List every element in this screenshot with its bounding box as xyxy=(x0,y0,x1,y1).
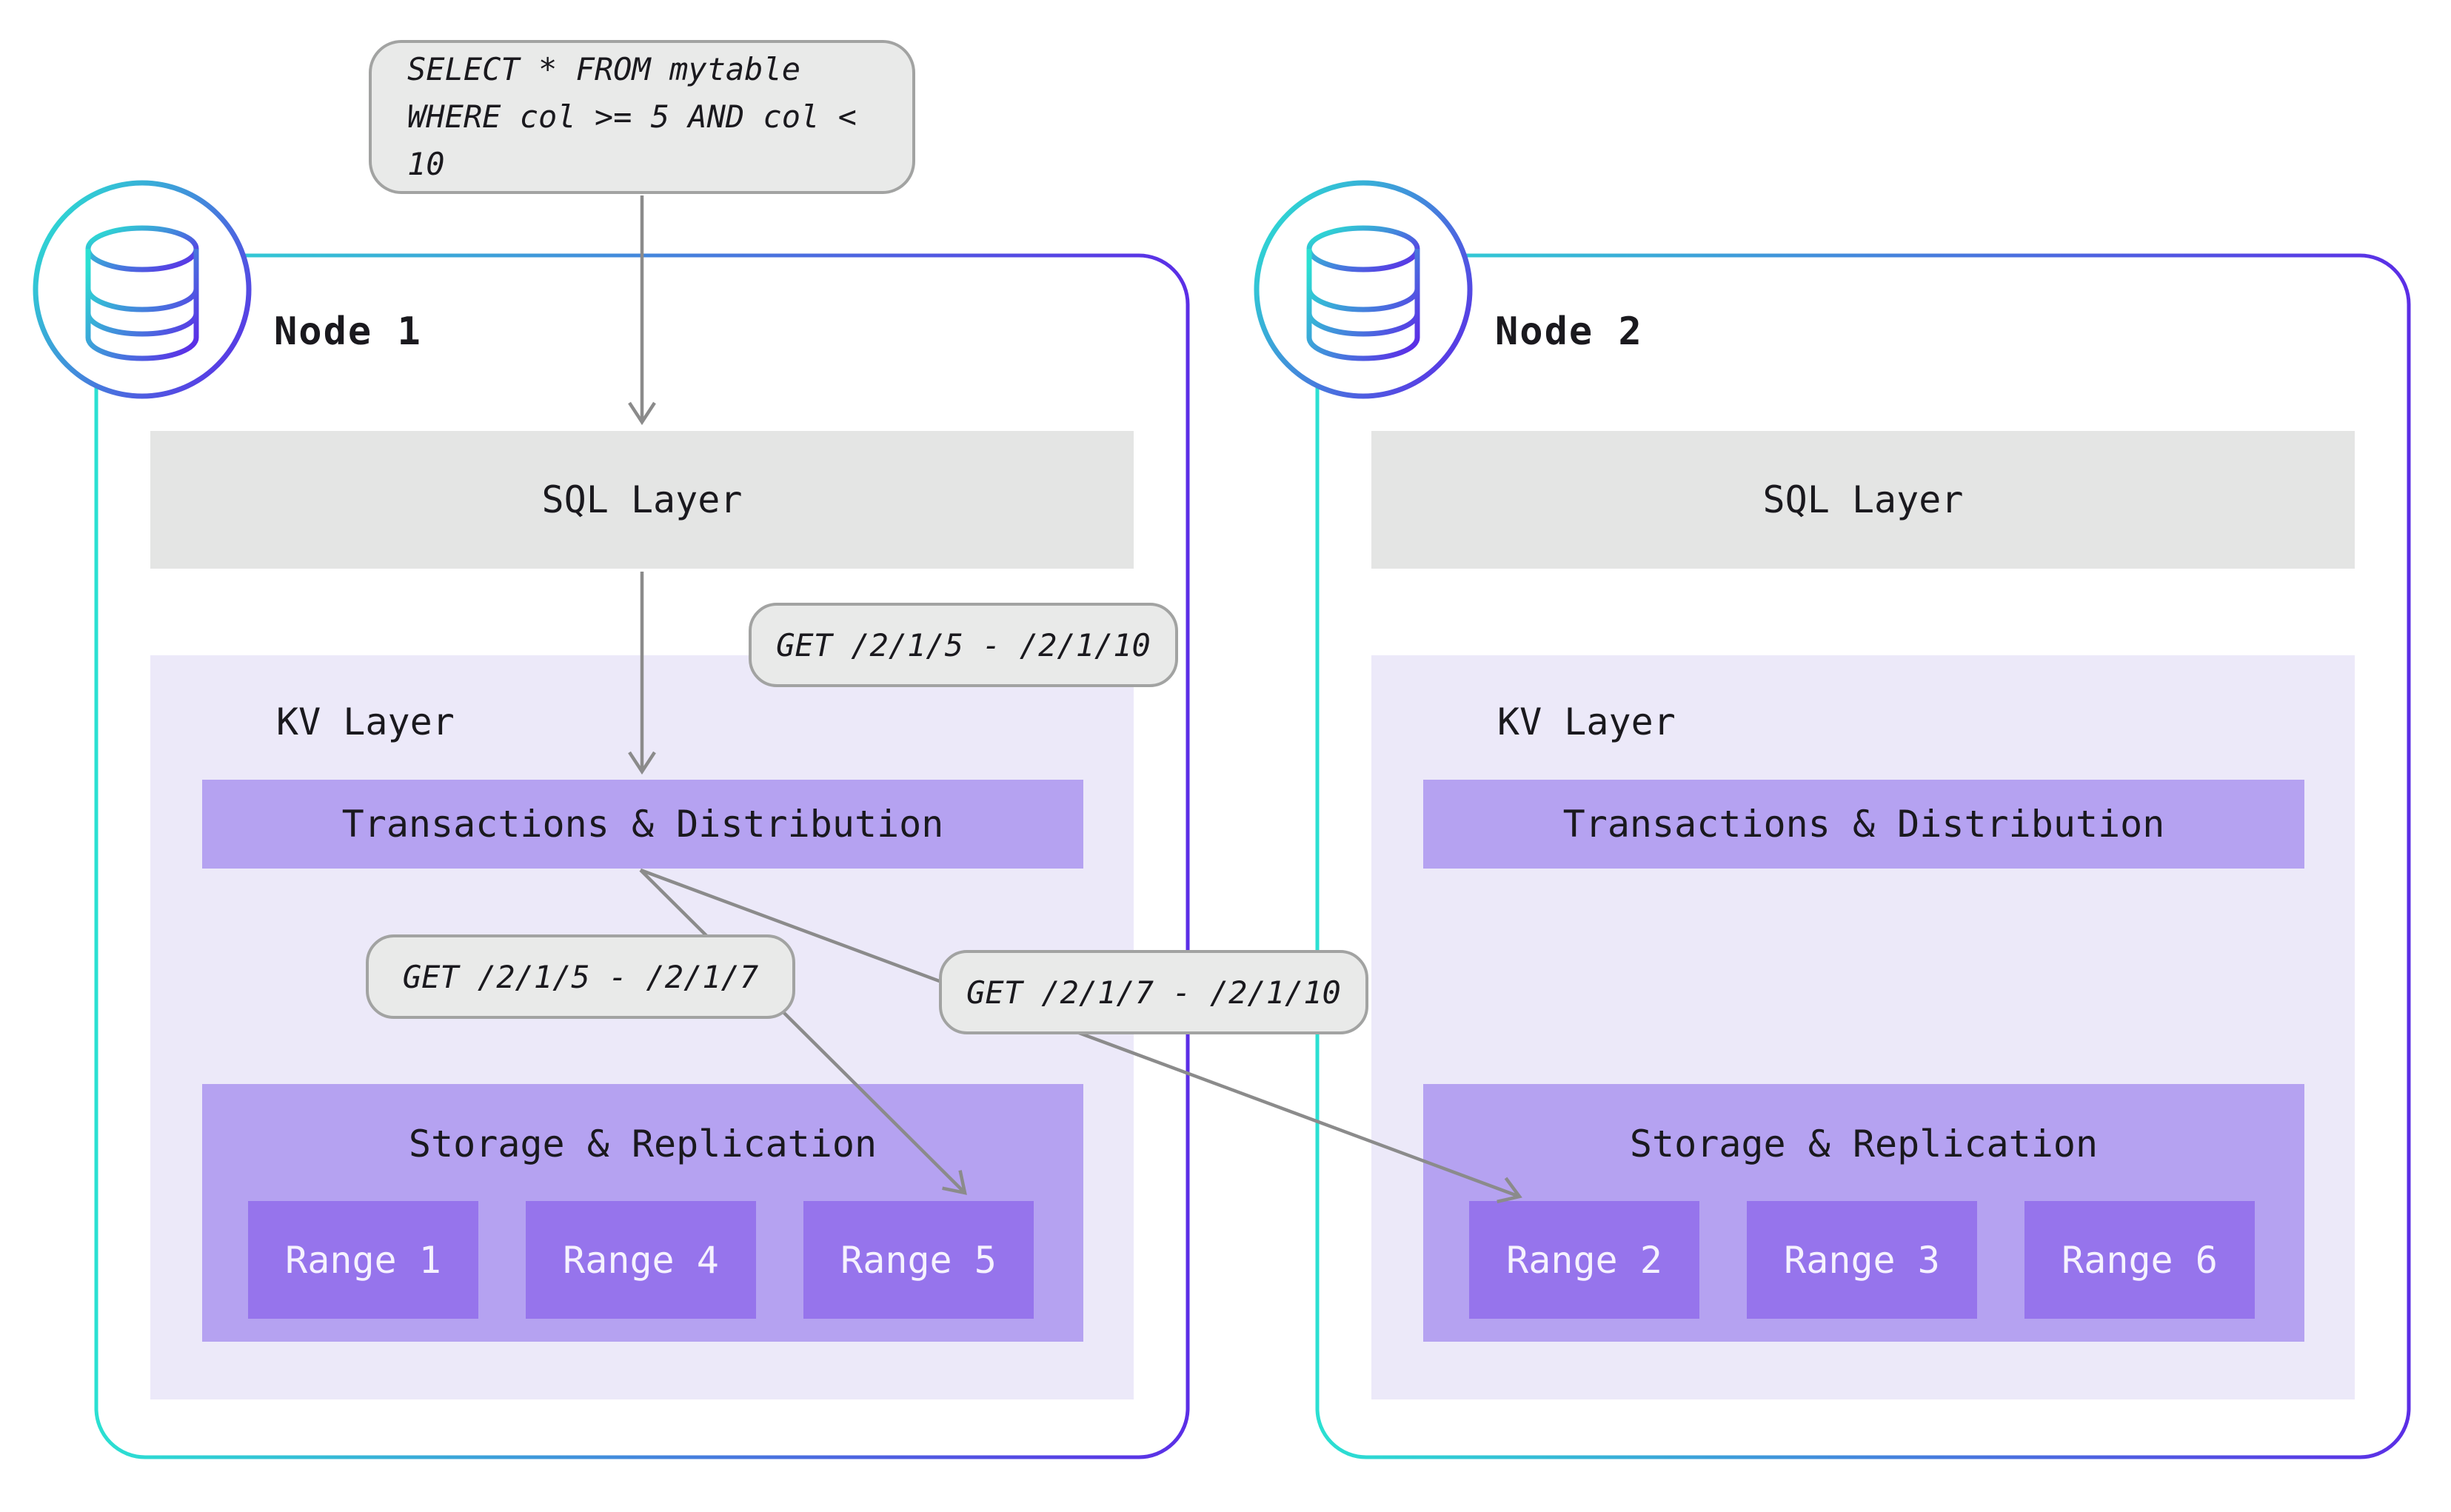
get-callout-sql-to-kv: GET /2/1/5 - /2/1/10 xyxy=(749,603,1178,687)
node1-transactions-label: Transactions & Distribution xyxy=(341,803,944,846)
range-label: Range 4 xyxy=(563,1238,719,1282)
range-label: Range 6 xyxy=(2062,1238,2218,1282)
node2-sql-layer-box: SQL Layer xyxy=(1371,431,2355,569)
get-callout-label: GET /2/1/5 - /2/1/10 xyxy=(776,626,1151,663)
node1-sql-layer-label: SQL Layer xyxy=(541,478,743,521)
node2-storage-bar: Storage & Replication Range 2 Range 3 Ra… xyxy=(1423,1084,2304,1342)
database-icon xyxy=(1254,180,1473,399)
node2-transactions-label: Transactions & Distribution xyxy=(1562,803,2165,846)
range-box: Range 4 xyxy=(526,1201,756,1319)
node1-kv-layer-label: KV Layer xyxy=(276,700,455,743)
range-box: Range 6 xyxy=(2024,1201,2255,1319)
node1-storage-label: Storage & Replication xyxy=(408,1123,877,1165)
database-icon xyxy=(33,180,252,399)
node2-title: Node 2 xyxy=(1495,310,1643,354)
node2-kv-layer-label: KV Layer xyxy=(1497,700,1676,743)
node2-storage-label: Storage & Replication xyxy=(1629,1123,2099,1165)
node2-transactions-bar: Transactions & Distribution xyxy=(1423,780,2304,869)
sql-query-callout: SELECT * FROM mytable WHERE col >= 5 AND… xyxy=(369,40,915,194)
range-box: Range 3 xyxy=(1747,1201,1977,1319)
get-callout-label: GET /2/1/7 - /2/1/10 xyxy=(966,974,1341,1011)
sql-query-line1: SELECT * FROM mytable xyxy=(407,51,801,87)
range-box: Range 1 xyxy=(248,1201,478,1319)
get-callout-local-range: GET /2/1/5 - /2/1/7 xyxy=(366,934,795,1019)
node2-sql-layer-label: SQL Layer xyxy=(1762,478,1964,521)
sql-query-line2: WHERE col >= 5 AND col < 10 xyxy=(407,98,857,182)
range-label: Range 3 xyxy=(1784,1238,1940,1282)
range-label: Range 1 xyxy=(285,1238,441,1282)
range-label: Range 2 xyxy=(1506,1238,1662,1282)
node1-title: Node 1 xyxy=(274,310,422,354)
node1-transactions-bar: Transactions & Distribution xyxy=(202,780,1083,869)
range-label: Range 5 xyxy=(840,1238,997,1282)
node1-storage-bar: Storage & Replication Range 1 Range 4 Ra… xyxy=(202,1084,1083,1342)
node1-sql-layer-box: SQL Layer xyxy=(150,431,1134,569)
range-box: Range 2 xyxy=(1469,1201,1699,1319)
get-callout-remote-range: GET /2/1/7 - /2/1/10 xyxy=(939,950,1368,1034)
get-callout-label: GET /2/1/5 - /2/1/7 xyxy=(402,958,759,995)
range-box: Range 5 xyxy=(803,1201,1034,1319)
